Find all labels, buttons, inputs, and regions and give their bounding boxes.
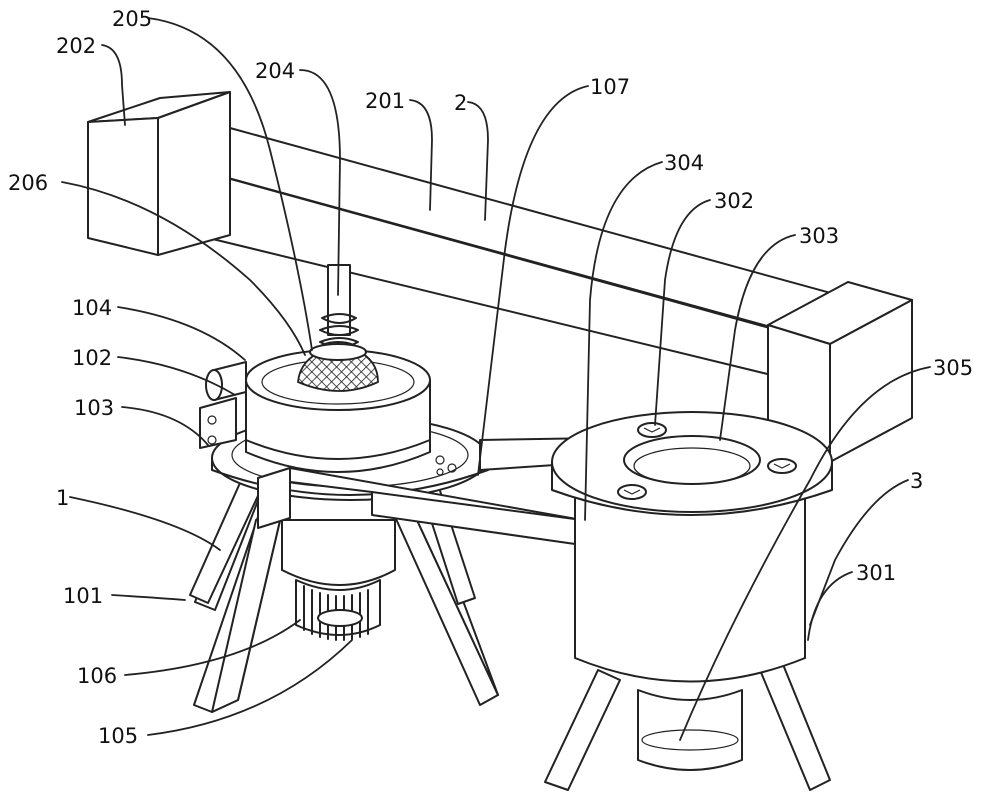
label-305: 305: [933, 356, 973, 380]
label-206: 206: [8, 171, 48, 195]
label-101: 101: [63, 584, 103, 608]
label-106: 106: [77, 664, 117, 688]
label-2: 2: [454, 91, 467, 115]
label-202: 202: [56, 34, 96, 58]
label-205: 205: [112, 7, 152, 31]
right-end-block: [767, 281, 913, 463]
label-103: 103: [74, 396, 114, 420]
leader-lines: [61, 17, 931, 741]
label-303: 303: [799, 224, 839, 248]
left-motor: [281, 519, 396, 641]
left-end-block: [87, 91, 231, 256]
label-304: 304: [664, 151, 704, 175]
left-bowl: [199, 343, 431, 473]
label-3: 3: [910, 469, 923, 493]
label-201: 201: [365, 89, 405, 113]
label-104: 104: [72, 296, 112, 320]
label-107: 107: [590, 75, 630, 99]
label-302: 302: [714, 189, 754, 213]
label-301: 301: [856, 561, 896, 585]
label-204: 204: [255, 59, 295, 83]
label-105: 105: [98, 724, 138, 748]
reference-labels: 202 205 204 201 2 107 304 302 303 206 10…: [8, 7, 973, 748]
bolt-heads: [617, 422, 797, 500]
label-1: 1: [56, 486, 69, 510]
label-102: 102: [72, 346, 112, 370]
right-container: [551, 411, 833, 771]
